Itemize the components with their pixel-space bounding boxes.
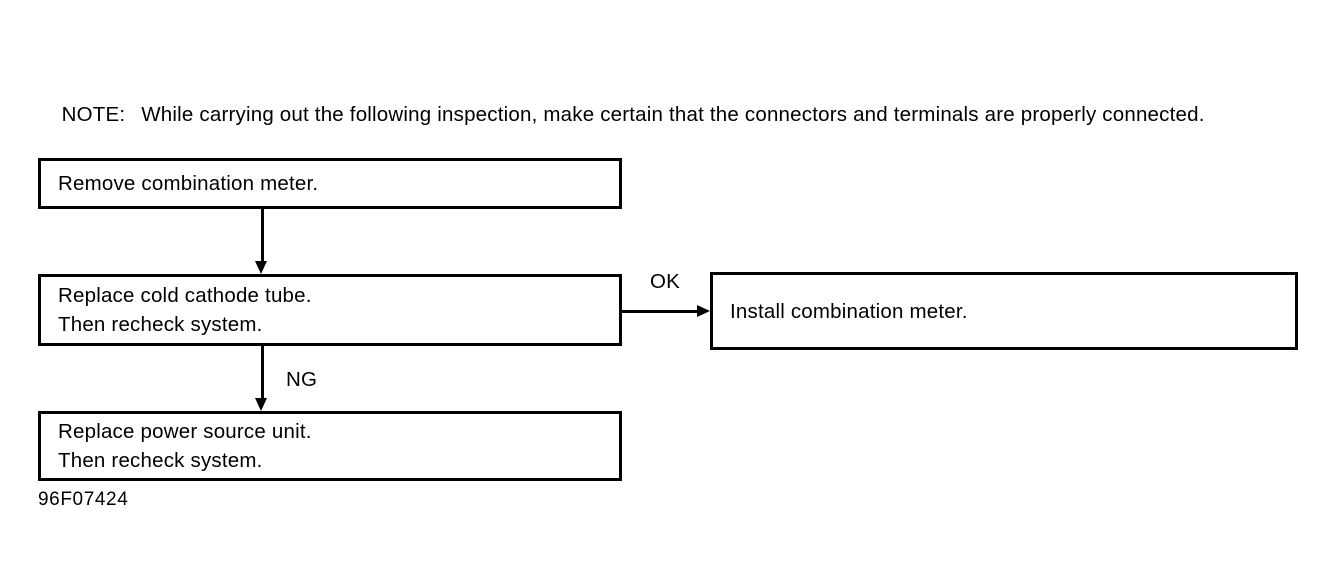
arrowhead-right-icon — [697, 305, 710, 317]
flow-box-line: Replace power source unit. — [58, 420, 312, 443]
flow-box-replace-power-source-unit: Replace power source unit. Then recheck … — [38, 411, 622, 481]
note-label: NOTE: — [61, 103, 126, 126]
flow-box-line: Then recheck system. — [58, 449, 263, 472]
connector-cold-cathode-to-power-source — [261, 346, 264, 400]
flow-box-line: Then recheck system. — [58, 313, 263, 336]
figure-id: 96F07424 — [38, 489, 129, 510]
branch-label-ng: NG — [286, 368, 318, 391]
flow-box-replace-cold-cathode-tube: Replace cold cathode tube. Then recheck … — [38, 274, 622, 346]
branch-label-ok: OK — [650, 270, 681, 293]
arrowhead-down-icon — [255, 261, 267, 274]
flow-box-install-combination-meter: Install combination meter. — [710, 272, 1298, 350]
flow-box-line: Replace cold cathode tube. — [58, 284, 312, 307]
arrowhead-down-icon — [255, 398, 267, 411]
flow-box-line: Remove combination meter. — [58, 172, 319, 195]
connector-remove-to-cold-cathode — [261, 209, 264, 263]
connector-cold-cathode-to-install — [620, 310, 700, 313]
note-paragraph: NOTE: While carrying out the following in… — [38, 68, 1313, 161]
flow-box-remove-combination-meter: Remove combination meter. — [38, 158, 622, 209]
note-text: While carrying out the following inspect… — [141, 103, 1205, 126]
flow-box-line: Install combination meter. — [730, 299, 968, 323]
